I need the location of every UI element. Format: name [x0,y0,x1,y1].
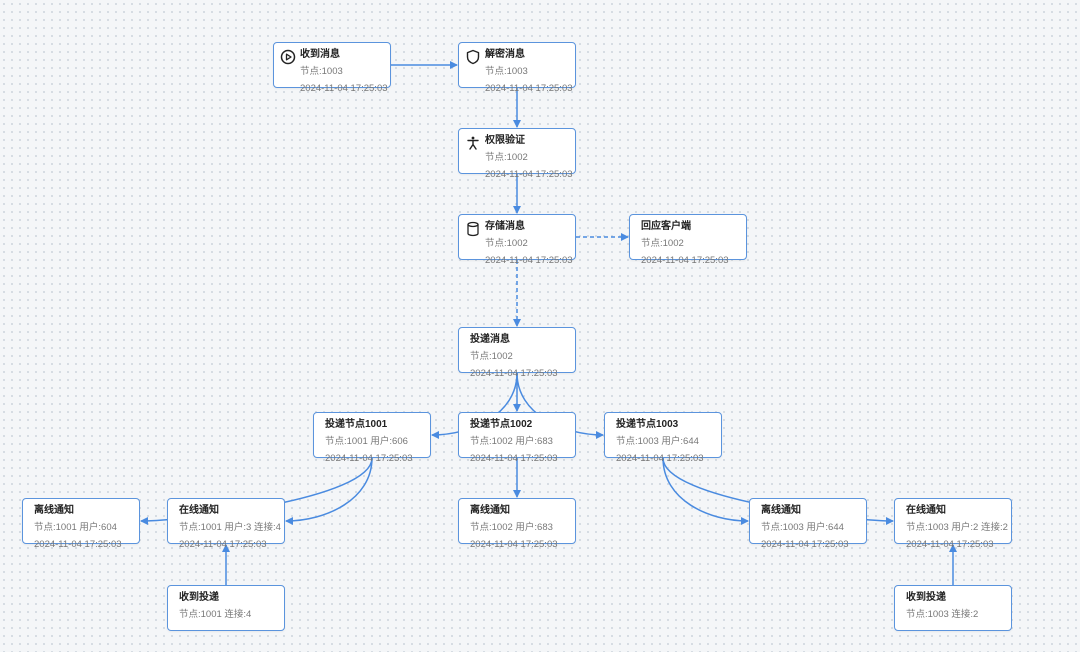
node-offline-notify-1002[interactable]: 离线通知 节点:1002 用户:683 2024-11-04 17:25:03 [458,498,576,550]
node-receive-delivery-1003[interactable]: 收到投递 节点:1003 连接:2 [894,585,1012,631]
node-title: 回应客户端 [641,221,691,232]
node-online-notify-1003[interactable]: 在线通知 节点:1003 用户:2 连接:2 2024-11-04 17:25:… [894,498,1012,550]
node-title: 在线通知 [906,505,946,516]
node-timestamp: 2024-11-04 17:25:03 [470,539,558,550]
node-title: 收到投递 [179,592,219,603]
node-info: 节点:1003 连接:2 [906,609,979,620]
node-timestamp: 2024-11-04 17:25:03 [485,255,573,266]
node-deliver-node-1001[interactable]: 投递节点1001 节点:1001 用户:606 2024-11-04 17:25… [313,412,431,464]
node-title: 投递节点1001 [325,419,388,430]
node-info: 节点:1001 用户:604 [34,522,117,533]
node-online-notify-1001[interactable]: 在线通知 节点:1001 用户:3 连接:4 2024-11-04 17:25:… [167,498,285,550]
node-title: 收到投递 [906,592,946,603]
node-title: 离线通知 [34,505,74,516]
node-title: 离线通知 [761,505,801,516]
node-receive-delivery-1001[interactable]: 收到投递 节点:1001 连接:4 [167,585,285,631]
node-title: 投递节点1003 [616,419,679,430]
node-timestamp: 2024-11-04 17:25:03 [470,453,558,464]
node-decrypt-message[interactable]: 解密消息 节点:1003 2024-11-04 17:25:03 [458,42,576,94]
database-icon [467,221,479,237]
node-permission-check[interactable]: 权限验证 节点:1002 2024-11-04 17:25:03 [458,128,576,180]
node-store-message[interactable]: 存储消息 节点:1002 2024-11-04 17:25:03 [458,214,576,266]
node-timestamp: 2024-11-04 17:25:03 [906,539,994,550]
node-title: 离线通知 [470,505,510,516]
node-title: 解密消息 [485,49,525,60]
node-timestamp: 2024-11-04 17:25:03 [470,368,558,379]
node-timestamp: 2024-11-04 17:25:03 [485,83,573,94]
node-deliver-node-1002[interactable]: 投递节点1002 节点:1002 用户:683 2024-11-04 17:25… [458,412,576,464]
node-info: 节点:1001 用户:606 [325,436,408,447]
edge-n1003-to-off1003 [662,457,749,525]
node-info: 节点:1002 [641,238,684,249]
edge-n1001-to-on1001 [285,457,373,525]
node-timestamp: 2024-11-04 17:25:03 [641,255,729,266]
node-timestamp: 2024-11-04 17:25:03 [761,539,849,550]
node-deliver-node-1003[interactable]: 投递节点1003 节点:1003 用户:644 2024-11-04 17:25… [604,412,722,464]
play-circle-icon [280,49,296,65]
node-info: 节点:1003 [300,66,343,77]
node-info: 节点:1003 用户:644 [761,522,844,533]
node-timestamp: 2024-11-04 17:25:03 [485,169,573,180]
node-info: 节点:1003 [485,66,528,77]
node-info: 节点:1002 [470,351,513,362]
node-info: 节点:1002 用户:683 [470,522,553,533]
node-title: 在线通知 [179,505,219,516]
node-title: 存储消息 [485,221,525,232]
node-info: 节点:1001 用户:3 连接:4 [179,522,281,533]
node-timestamp: 2024-11-04 17:25:03 [34,539,122,550]
node-receive-message[interactable]: 收到消息 节点:1003 2024-11-04 17:25:03 [273,42,391,94]
node-title: 投递节点1002 [470,419,533,430]
node-offline-notify-1003[interactable]: 离线通知 节点:1003 用户:644 2024-11-04 17:25:03 [749,498,867,550]
node-title: 投递消息 [470,334,510,345]
node-info: 节点:1001 连接:4 [179,609,252,620]
node-timestamp: 2024-11-04 17:25:03 [616,453,704,464]
node-info: 节点:1002 [485,152,528,163]
node-title: 权限验证 [485,135,525,146]
node-offline-notify-1001[interactable]: 离线通知 节点:1001 用户:604 2024-11-04 17:25:03 [22,498,140,550]
node-title: 收到消息 [300,49,340,60]
node-reply-client[interactable]: 回应客户端 节点:1002 2024-11-04 17:25:03 [629,214,747,266]
node-info: 节点:1003 用户:2 连接:2 [906,522,1008,533]
node-info: 节点:1002 用户:683 [470,436,553,447]
node-info: 节点:1002 [485,238,528,249]
node-timestamp: 2024-11-04 17:25:03 [325,453,413,464]
node-timestamp: 2024-11-04 17:25:03 [300,83,388,94]
node-info: 节点:1003 用户:644 [616,436,699,447]
node-timestamp: 2024-11-04 17:25:03 [179,539,267,550]
shield-icon [466,49,480,65]
node-deliver-message[interactable]: 投递消息 节点:1002 2024-11-04 17:25:03 [458,327,576,379]
accessibility-icon [467,136,479,150]
